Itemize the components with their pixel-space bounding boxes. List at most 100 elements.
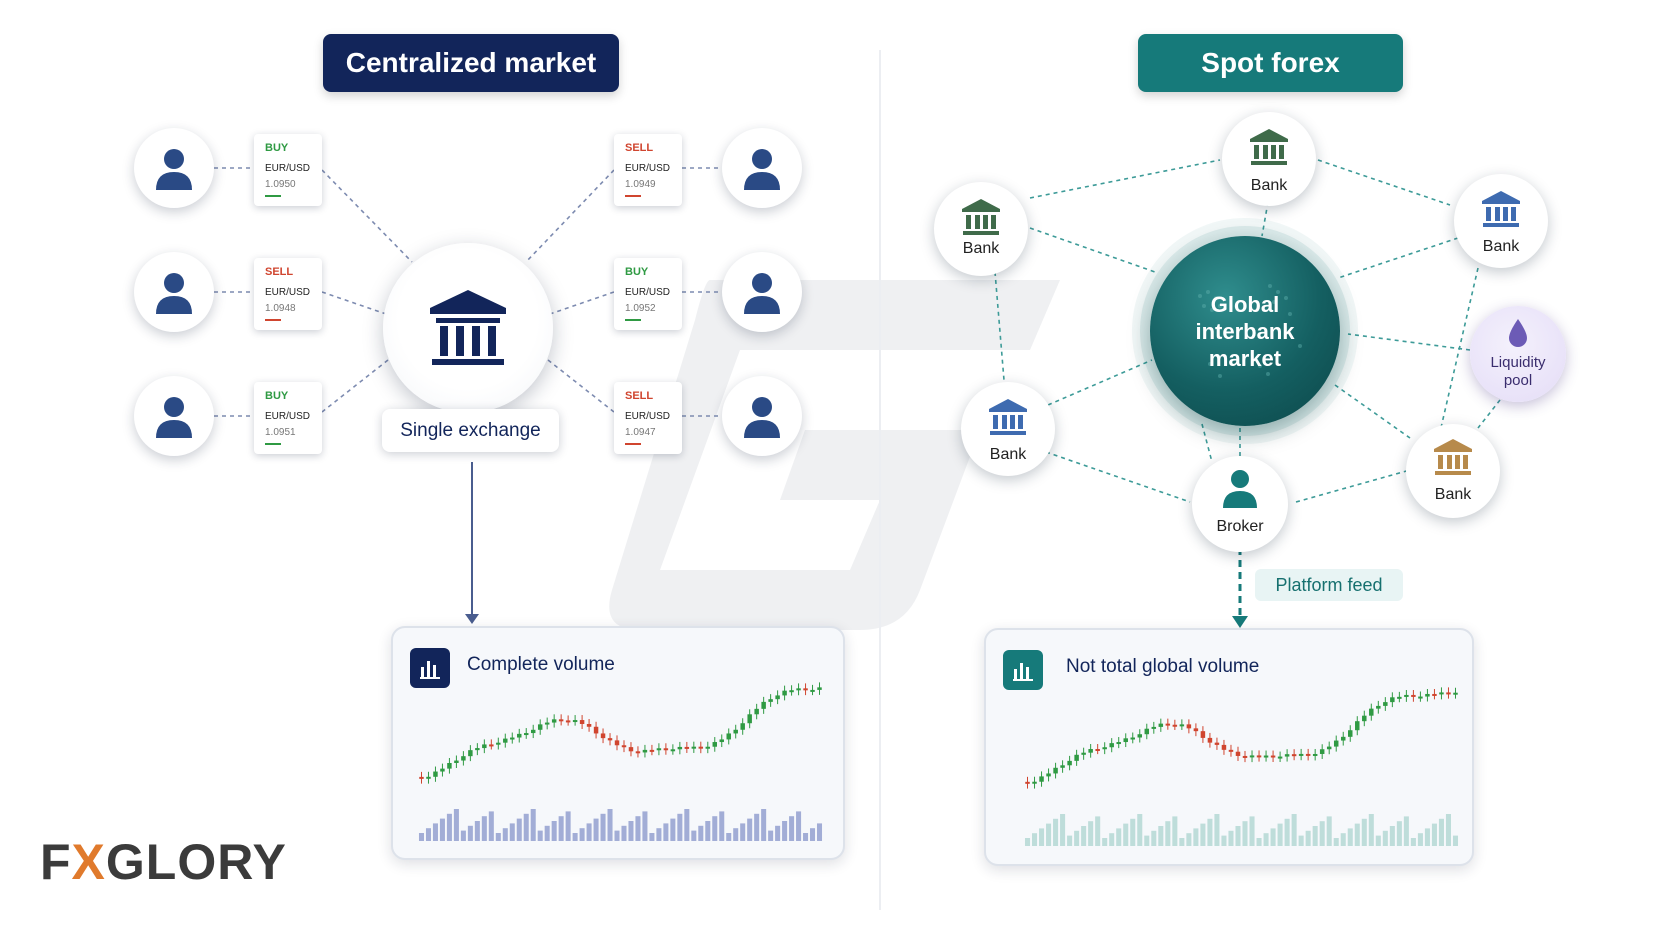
candle-body <box>530 729 536 734</box>
candle-body <box>1116 742 1121 745</box>
volume-bar <box>642 811 648 841</box>
logo-text: F <box>40 834 72 890</box>
order-side-bar <box>265 319 281 321</box>
candle-body <box>1270 755 1276 758</box>
volume-bar <box>1270 828 1276 846</box>
volume-bar <box>698 825 704 841</box>
candle-body <box>810 689 815 692</box>
volume-bar <box>1074 830 1080 846</box>
candle-body <box>1425 693 1430 697</box>
volume-bar <box>432 823 438 841</box>
volume-bar <box>1024 838 1031 846</box>
volume-bar <box>1144 835 1150 846</box>
volume-bar <box>1179 838 1185 846</box>
volume-bar <box>600 813 606 841</box>
order-side-bar <box>625 195 641 197</box>
bank-label: Bank <box>962 240 1000 257</box>
volume-bar <box>1354 823 1360 846</box>
volume-bar <box>1249 816 1255 846</box>
volume-bar <box>495 833 501 841</box>
candle-body <box>1193 728 1199 732</box>
volume-bar <box>614 830 620 841</box>
candle-body <box>1242 755 1248 758</box>
candle-body <box>1312 753 1318 756</box>
volume-bar <box>1424 828 1430 846</box>
trader-avatar <box>722 376 802 456</box>
candle-body <box>1340 736 1346 741</box>
world-map-dots <box>1198 284 1302 378</box>
watermark-logo <box>609 280 1060 630</box>
candle-body <box>607 738 613 741</box>
trader-avatar <box>722 128 802 208</box>
order-pair: EUR/USD <box>265 287 311 298</box>
volume-bar <box>775 825 781 841</box>
order-ticket: BUY EUR/USD 1.0951 <box>254 382 322 454</box>
volume-bar <box>425 828 431 841</box>
volume-bar <box>460 830 466 841</box>
bank-label: Bank <box>1434 486 1472 503</box>
bank-icon <box>1434 439 1472 475</box>
candle-body <box>782 690 787 696</box>
candle-body <box>551 719 557 723</box>
volume-bar <box>712 816 718 841</box>
fxglory-logo: FXGLORY <box>40 833 287 891</box>
volume-bar <box>1151 830 1157 846</box>
candle-body <box>482 744 487 749</box>
order-price: 1.0948 <box>265 303 296 314</box>
candle-body <box>426 776 431 779</box>
platform-feed-label: Platform feed <box>1255 569 1403 601</box>
person-icon <box>156 397 192 438</box>
order-side: BUY <box>265 390 289 402</box>
order-ticket: BUY EUR/USD 1.0952 <box>614 258 682 330</box>
order-ticket: BUY EUR/USD 1.0950 <box>254 134 322 206</box>
volume-bar <box>1340 833 1346 846</box>
candle-body <box>614 740 620 746</box>
person-icon <box>744 273 780 314</box>
candle-body <box>1404 694 1409 697</box>
candle-body <box>1046 773 1051 777</box>
candle-body <box>747 714 752 724</box>
candle-body <box>1067 760 1072 766</box>
volume-bar <box>1081 826 1087 846</box>
bar-chart-icon <box>1003 650 1043 690</box>
candle-body <box>1348 730 1353 737</box>
candle-body <box>712 742 718 747</box>
volume-bar <box>754 813 760 841</box>
candle-body <box>1390 697 1395 703</box>
candle-body <box>1235 751 1241 756</box>
volume-bar <box>1417 833 1423 846</box>
volume-bar <box>1431 823 1437 846</box>
order-price: 1.0951 <box>265 427 296 438</box>
order-price: 1.0950 <box>265 179 296 190</box>
candle-body <box>419 776 424 779</box>
order-side-bar <box>625 443 641 445</box>
candle-body <box>1263 755 1269 758</box>
volume-bar <box>586 823 592 841</box>
volume-bar <box>1389 826 1395 846</box>
volume-bar <box>530 809 536 841</box>
order-side-bar <box>265 443 281 445</box>
candle-body <box>649 749 655 752</box>
candle-body <box>572 720 578 723</box>
bank-icon <box>1250 129 1288 165</box>
volume-bar <box>656 828 662 841</box>
candle-body <box>1032 781 1037 784</box>
order-side-bar <box>265 195 281 197</box>
droplet-icon <box>1509 319 1527 347</box>
volume-bar <box>1403 816 1409 846</box>
bar-chart-icon <box>410 648 450 688</box>
candle-body <box>1102 747 1107 750</box>
volume-bar <box>1284 818 1290 846</box>
volume-bar <box>537 830 543 841</box>
volume-bar <box>1277 823 1283 846</box>
volume-bar <box>705 821 711 841</box>
volume-bar <box>1228 830 1234 846</box>
candle-body <box>663 748 669 751</box>
candle-body <box>789 690 794 693</box>
candle-body <box>1383 702 1388 706</box>
volume-bar <box>726 833 732 841</box>
volume-bar <box>1137 814 1143 846</box>
volume-bar <box>1263 833 1269 846</box>
global-interbank-label: Global interbank market <box>1195 291 1295 371</box>
volume-bar <box>719 811 725 841</box>
